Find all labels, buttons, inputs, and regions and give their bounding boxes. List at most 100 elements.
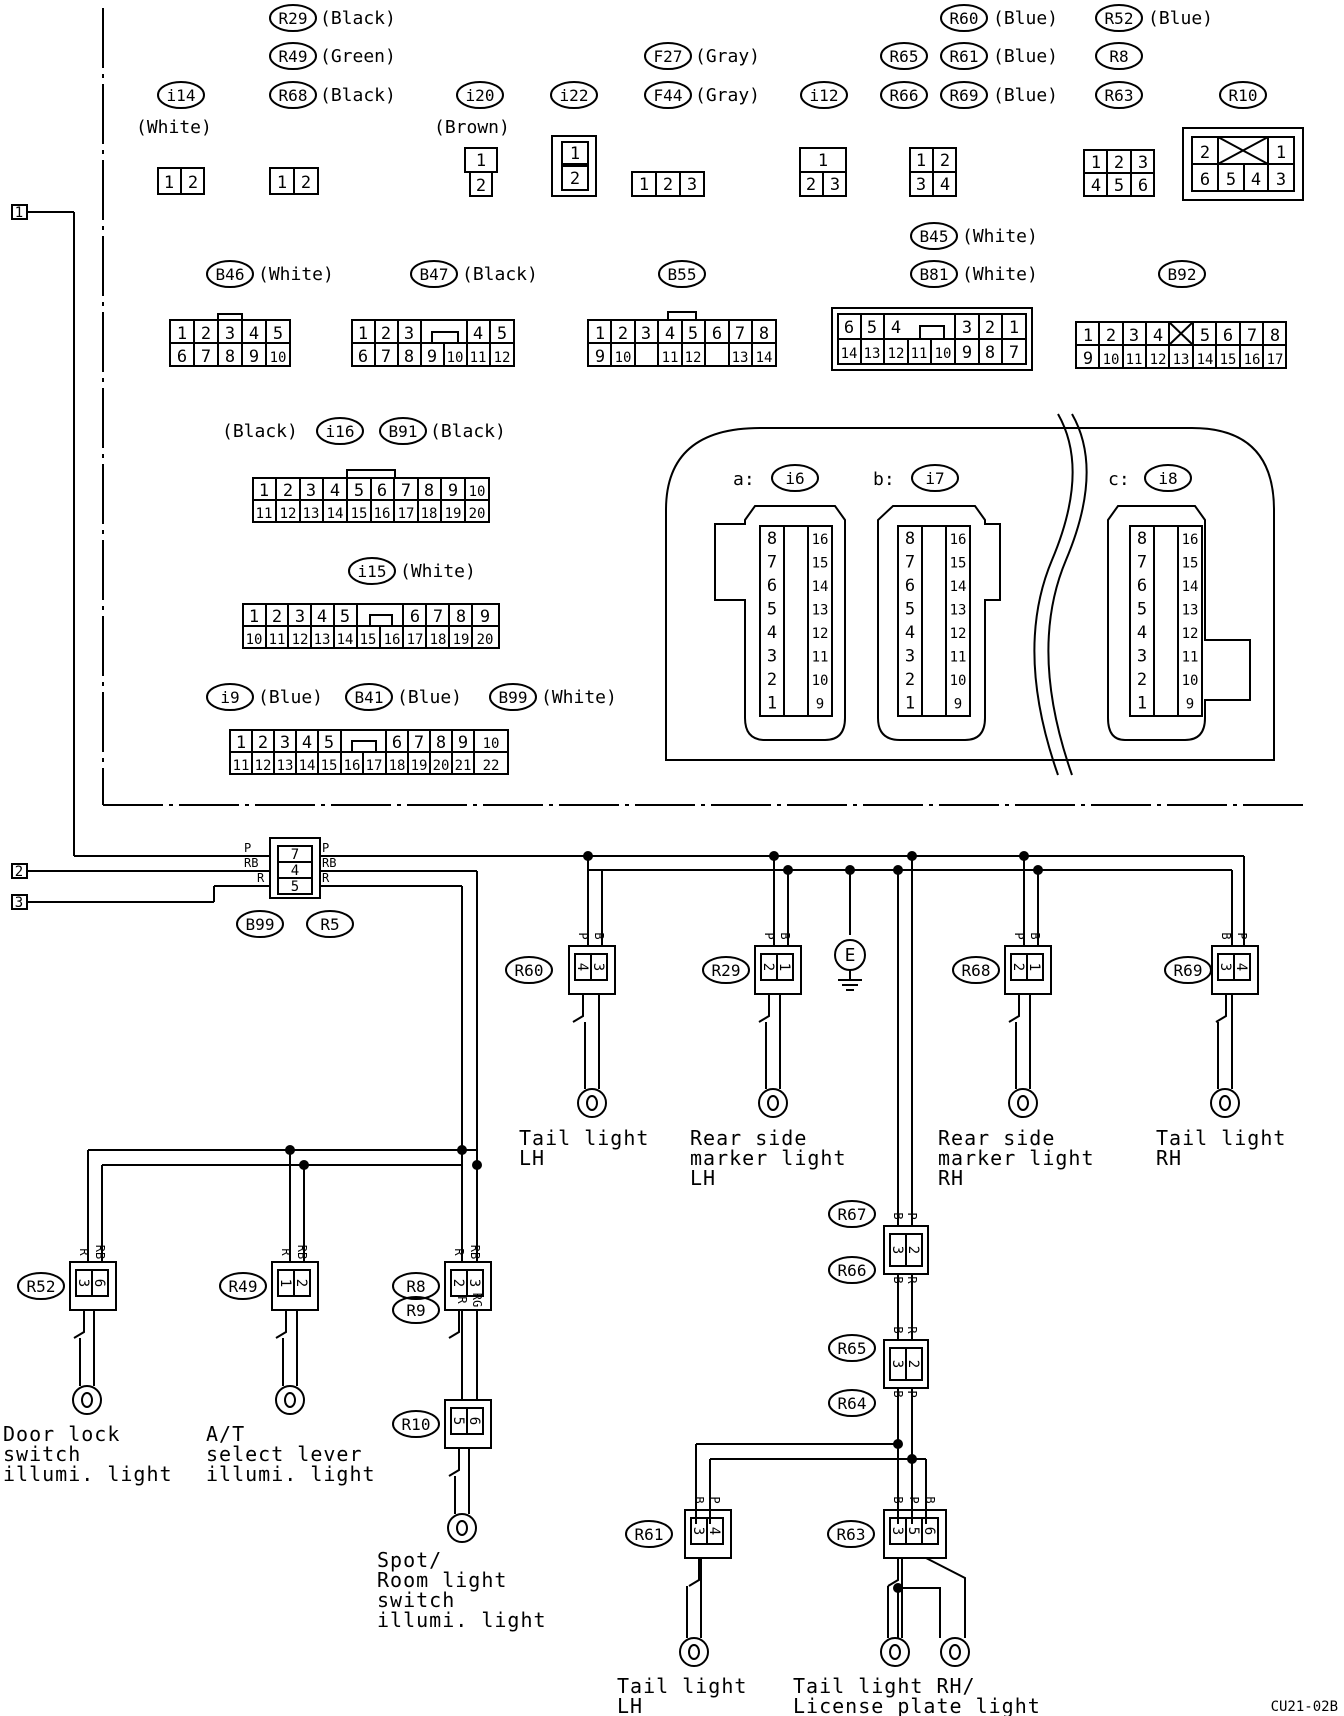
load-caption: Rear side xyxy=(938,1126,1055,1150)
load-caption: LH xyxy=(617,1694,643,1716)
load-r63-second-bulb xyxy=(897,1557,970,1667)
ecu-pin: 7 xyxy=(905,553,915,573)
svg-text:20: 20 xyxy=(477,632,494,648)
svg-text:R63: R63 xyxy=(1105,86,1134,105)
ecu-label-i6: a: i6 xyxy=(733,464,819,492)
svg-text:20: 20 xyxy=(469,506,486,522)
pin-number: 2 xyxy=(1010,963,1026,971)
svg-text:R8: R8 xyxy=(406,1277,425,1296)
svg-text:P: P xyxy=(244,841,251,855)
pin-number: 5 xyxy=(450,1417,466,1425)
svg-text:6: 6 xyxy=(392,733,402,753)
wiring-lines xyxy=(28,211,1245,1524)
svg-text:2: 2 xyxy=(188,173,198,193)
svg-text:8: 8 xyxy=(225,347,235,367)
svg-text:11: 11 xyxy=(233,758,250,774)
svg-text:4: 4 xyxy=(940,175,950,195)
svg-text:21: 21 xyxy=(455,758,472,774)
ecu-pin: 2 xyxy=(1137,670,1147,690)
svg-text:(Green): (Green) xyxy=(320,46,396,67)
svg-text:F44: F44 xyxy=(654,86,683,105)
load-caption: switch xyxy=(377,1588,455,1612)
connector-face-i16 xyxy=(252,469,490,523)
svg-text:11: 11 xyxy=(256,506,273,522)
pin-number: 3 xyxy=(466,1279,482,1287)
ecu-pin: 12 xyxy=(812,626,829,642)
connector-label-R8: R8 xyxy=(1095,42,1143,70)
svg-text:12: 12 xyxy=(280,506,297,522)
svg-text:19: 19 xyxy=(445,506,462,522)
svg-text:R65: R65 xyxy=(838,1339,867,1358)
svg-text:2: 2 xyxy=(1106,326,1116,346)
svg-text:14: 14 xyxy=(1197,352,1214,368)
wire-color: R xyxy=(455,1296,469,1304)
svg-text:R: R xyxy=(322,871,330,885)
svg-text:7: 7 xyxy=(401,481,411,501)
svg-text:(Blue): (Blue) xyxy=(258,687,323,708)
svg-text:13: 13 xyxy=(277,758,294,774)
svg-text:15: 15 xyxy=(351,506,368,522)
svg-text:14: 14 xyxy=(756,350,773,366)
pin-number: 6 xyxy=(921,1527,937,1535)
svg-text:R49: R49 xyxy=(229,1277,258,1296)
connector-label-i14: i14 (White) xyxy=(136,81,212,138)
svg-text:(White): (White) xyxy=(541,687,617,708)
svg-text:1: 1 xyxy=(595,324,605,344)
ecu-pin: 11 xyxy=(812,650,829,666)
svg-text:2: 2 xyxy=(663,175,673,195)
wire-color: P xyxy=(708,1496,722,1503)
ecu-pin: 5 xyxy=(1137,600,1147,620)
svg-text:6: 6 xyxy=(844,318,854,338)
connector-label-i16-B91: (Black) i16 B91 (Black) xyxy=(222,417,506,445)
svg-text:2: 2 xyxy=(985,318,995,338)
svg-text:13: 13 xyxy=(732,350,749,366)
connector-label-i20: i20 (Brown) xyxy=(434,81,510,138)
svg-text:6: 6 xyxy=(712,324,722,344)
bulb-icon xyxy=(1008,1088,1038,1118)
svg-text:(White): (White) xyxy=(258,264,334,285)
svg-text:4: 4 xyxy=(1153,326,1163,346)
svg-text:R68: R68 xyxy=(279,86,308,105)
svg-text:14: 14 xyxy=(337,632,354,648)
svg-text:14: 14 xyxy=(327,506,344,522)
svg-text:R29: R29 xyxy=(712,961,741,980)
svg-text:R: R xyxy=(905,1276,919,1284)
svg-text:2: 2 xyxy=(476,176,486,196)
svg-text:2: 2 xyxy=(570,169,580,189)
svg-text:6: 6 xyxy=(1200,170,1210,190)
svg-text:1: 1 xyxy=(236,733,246,753)
pin-number: 3 xyxy=(75,1279,91,1287)
svg-text:9: 9 xyxy=(1083,349,1093,369)
svg-text:(White): (White) xyxy=(962,264,1038,285)
load-caption: Tail light xyxy=(617,1674,747,1698)
ecu-pin: 8 xyxy=(1137,529,1147,549)
svg-text:R61: R61 xyxy=(635,1525,664,1544)
svg-text:18: 18 xyxy=(389,758,406,774)
svg-text:4: 4 xyxy=(249,324,259,344)
ecu-pin: 16 xyxy=(950,532,967,548)
svg-text:(Blue): (Blue) xyxy=(993,85,1058,106)
svg-text:P: P xyxy=(322,841,329,855)
svg-text:19: 19 xyxy=(453,632,470,648)
svg-text:2: 2 xyxy=(301,173,311,193)
svg-text:(Blue): (Blue) xyxy=(993,46,1058,67)
svg-text:RB: RB xyxy=(322,856,336,870)
terminal-2: 2 xyxy=(11,863,28,880)
wire-color: R xyxy=(279,1248,293,1256)
connector-label-R69: R69 (Blue) xyxy=(940,81,1058,109)
ecu-pin: 16 xyxy=(1182,532,1199,548)
wire-color: B xyxy=(1219,932,1233,939)
svg-text:7: 7 xyxy=(735,324,745,344)
svg-text:17: 17 xyxy=(1267,352,1284,368)
load-caption: marker light xyxy=(938,1146,1095,1170)
svg-text:1: 1 xyxy=(177,324,187,344)
wire-color: P xyxy=(1235,932,1249,939)
svg-text:10: 10 xyxy=(447,350,464,366)
svg-text:3: 3 xyxy=(962,318,972,338)
svg-text:5: 5 xyxy=(354,481,364,501)
